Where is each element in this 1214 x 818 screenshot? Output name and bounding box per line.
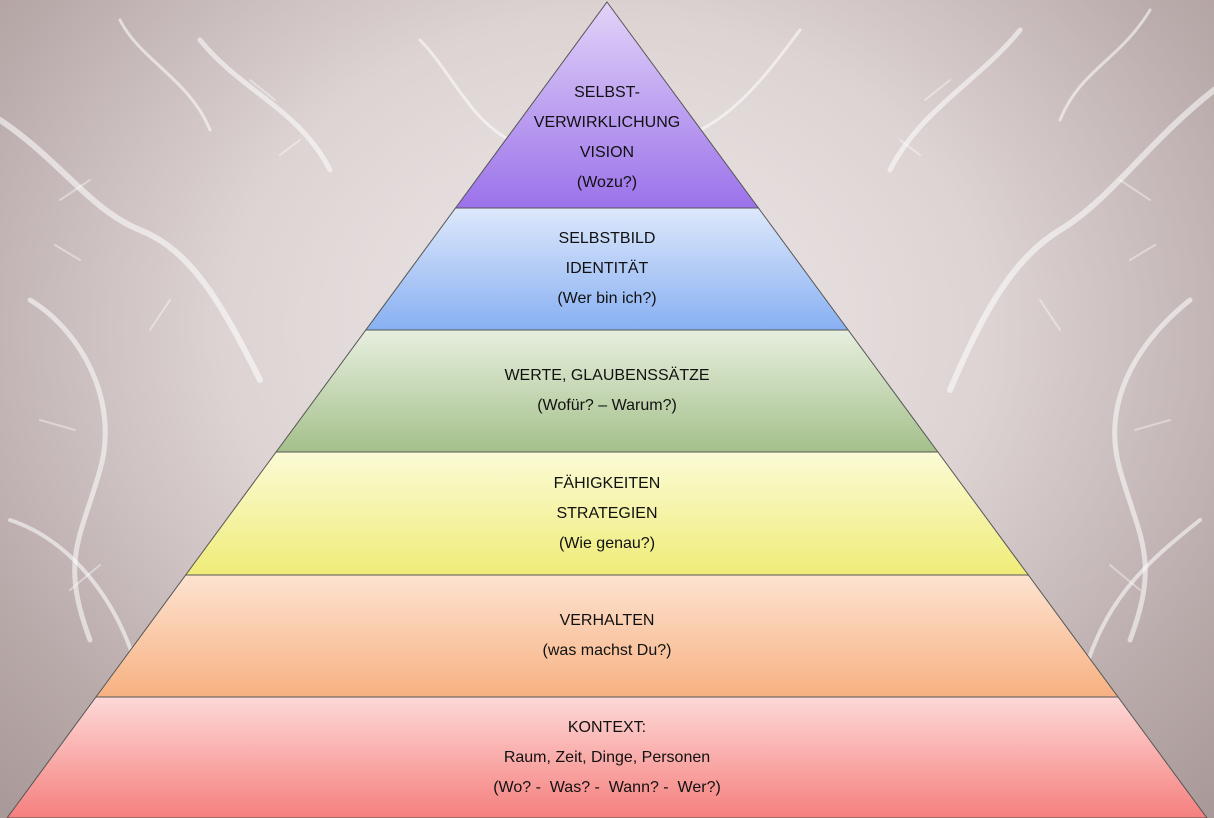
level-label-vision: SELBST- VERWIRKLICHUNG VISION (Wozu?) [0,78,1214,198]
level-label-line: IDENTITÄT [565,260,649,277]
level-label-line: VERHALTEN [559,612,655,629]
level-label-line: (Wofür? – Warum?) [537,397,677,414]
level-label-line: STRATEGIEN [556,504,658,522]
level-label-line: (Wie genau?) [558,534,656,552]
level-label-line: (Wo? - Was? - Wann? - Wer?) [493,778,721,796]
level-label-line: (was machst Du?) [542,642,672,659]
level-label-line: Raum, Zeit, Dinge, Personen [503,748,711,766]
level-label-line: VERWIRKLICHUNG [533,114,681,131]
pyramid-level-context [6,696,1208,818]
level-label-line: WERTE, GLAUBENSSÄTZE [504,367,710,384]
level-label-skills: FÄHIGKEITEN STRATEGIEN (Wie genau?) [0,469,1214,559]
level-label-line: FÄHIGKEITEN [553,474,661,492]
level-label-line: KONTEXT: [567,718,647,736]
level-label-identity: SELBSTBILD IDENTITÄT (Wer bin ich?) [0,224,1214,314]
level-label-behavior: VERHALTEN (was machst Du?) [0,606,1214,666]
level-label-line: SELBST- [574,84,640,101]
level-label-line: (Wozu?) [576,174,638,191]
level-label-values: WERTE, GLAUBENSSÄTZE (Wofür? – Warum?) [0,361,1214,421]
level-label-context: KONTEXT: Raum, Zeit, Dinge, Personen (Wo? … [0,713,1214,803]
level-label-line: VISION [579,144,635,161]
level-label-line: SELBSTBILD [558,230,656,247]
level-label-line: (Wer bin ich?) [557,290,657,307]
